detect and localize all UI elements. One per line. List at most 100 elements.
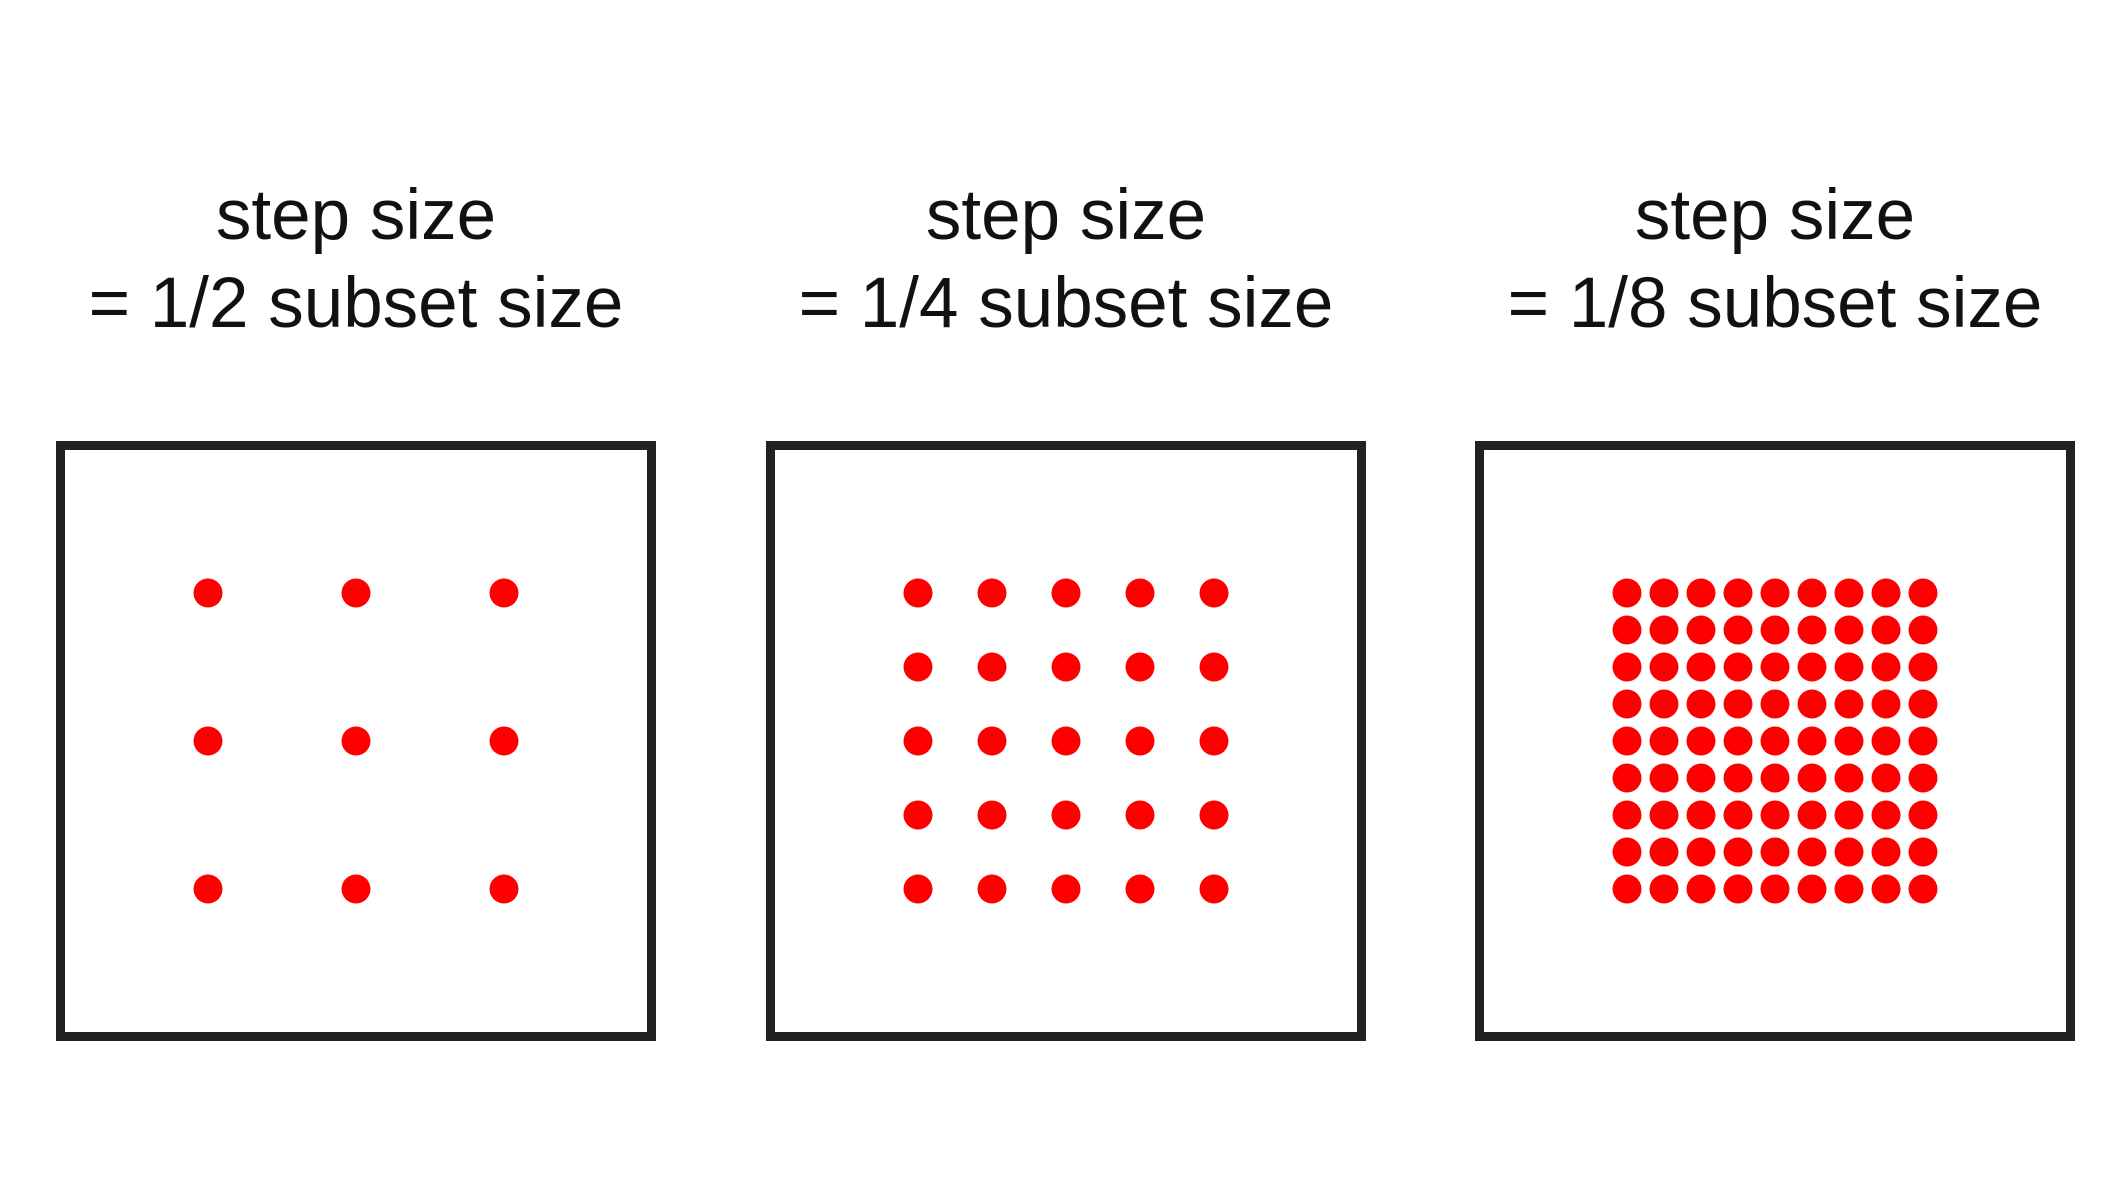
grid-dot xyxy=(489,874,519,904)
grid-dot xyxy=(1612,800,1642,830)
grid-dot xyxy=(1871,726,1901,756)
grid-dot xyxy=(1797,874,1827,904)
grid-dot xyxy=(1871,652,1901,682)
grid-dot xyxy=(193,726,223,756)
grid-dot xyxy=(1760,837,1790,867)
subset-frame xyxy=(56,441,656,1041)
grid-dot xyxy=(1908,689,1938,719)
grid-dot xyxy=(1199,874,1229,904)
grid-dot xyxy=(977,578,1007,608)
grid-dot xyxy=(341,874,371,904)
grid-dot xyxy=(1686,874,1716,904)
grid-dot xyxy=(1760,689,1790,719)
grid-dot xyxy=(1199,578,1229,608)
caption-line-2: = 1/2 subset size xyxy=(88,264,624,343)
grid-dot xyxy=(1686,615,1716,645)
grid-dot xyxy=(1760,763,1790,793)
grid-dot xyxy=(1760,726,1790,756)
grid-dot xyxy=(1649,763,1679,793)
grid-dot xyxy=(903,578,933,608)
grid-dot xyxy=(1760,578,1790,608)
grid-dot xyxy=(1834,800,1864,830)
grid-dot xyxy=(1834,874,1864,904)
grid-dot xyxy=(1797,652,1827,682)
grid-dot xyxy=(1797,726,1827,756)
grid-dot xyxy=(1125,652,1155,682)
grid-dot xyxy=(1051,800,1081,830)
grid-dot xyxy=(1723,578,1753,608)
caption-line-1: step size xyxy=(1634,176,1916,255)
grid-dot xyxy=(1649,800,1679,830)
grid-dot xyxy=(1908,726,1938,756)
grid-dot xyxy=(903,726,933,756)
grid-dot xyxy=(1723,615,1753,645)
grid-dot xyxy=(1908,763,1938,793)
grid-dot xyxy=(1649,874,1679,904)
grid-dot xyxy=(1797,615,1827,645)
grid-dot xyxy=(1649,689,1679,719)
grid-dot xyxy=(1612,763,1642,793)
grid-dot xyxy=(1834,652,1864,682)
grid-dot xyxy=(1649,726,1679,756)
grid-dot xyxy=(1125,578,1155,608)
panel-quarter-step: step size = 1/4 subset size xyxy=(716,0,1416,1181)
grid-dot xyxy=(1686,763,1716,793)
grid-dot xyxy=(1686,837,1716,867)
grid-dot xyxy=(977,726,1007,756)
grid-dot xyxy=(1723,689,1753,719)
grid-dot xyxy=(1723,652,1753,682)
grid-dot xyxy=(1199,800,1229,830)
grid-dot xyxy=(1760,615,1790,645)
grid-dot xyxy=(903,874,933,904)
grid-dot xyxy=(1760,800,1790,830)
grid-dot xyxy=(1871,615,1901,645)
grid-dot xyxy=(1199,652,1229,682)
grid-dot xyxy=(1834,726,1864,756)
grid-dot xyxy=(341,726,371,756)
grid-dot xyxy=(1612,689,1642,719)
grid-dot xyxy=(1871,874,1901,904)
grid-dot xyxy=(1908,800,1938,830)
grid-dot xyxy=(1797,837,1827,867)
grid-dot xyxy=(1871,763,1901,793)
grid-dot xyxy=(1797,689,1827,719)
panel-half-step: step size = 1/2 subset size xyxy=(6,0,706,1181)
grid-dot xyxy=(489,578,519,608)
grid-dot xyxy=(1686,726,1716,756)
grid-dot xyxy=(1686,800,1716,830)
caption-line-2: = 1/4 subset size xyxy=(798,264,1334,343)
caption-line-2: = 1/8 subset size xyxy=(1507,264,2043,343)
grid-dot xyxy=(1612,652,1642,682)
grid-dot xyxy=(1871,837,1901,867)
caption: step size = 1/8 subset size xyxy=(1425,172,2125,348)
grid-dot xyxy=(1871,800,1901,830)
grid-dot xyxy=(1834,615,1864,645)
grid-dot xyxy=(1760,874,1790,904)
grid-dot xyxy=(1908,652,1938,682)
caption: step size = 1/4 subset size xyxy=(716,172,1416,348)
grid-dot xyxy=(1723,800,1753,830)
dot-grid xyxy=(193,578,519,904)
grid-dot xyxy=(341,578,371,608)
grid-dot xyxy=(1051,874,1081,904)
grid-dot xyxy=(1051,578,1081,608)
grid-dot xyxy=(1797,763,1827,793)
grid-dot xyxy=(977,652,1007,682)
dot-grid xyxy=(903,578,1229,904)
grid-dot xyxy=(1908,874,1938,904)
grid-dot xyxy=(1649,615,1679,645)
panel-eighth-step: step size = 1/8 subset size xyxy=(1425,0,2125,1181)
grid-dot xyxy=(1686,578,1716,608)
grid-dot xyxy=(193,874,223,904)
caption-line-1: step size xyxy=(925,176,1207,255)
grid-dot xyxy=(903,652,933,682)
grid-dot xyxy=(903,800,933,830)
grid-dot xyxy=(1612,837,1642,867)
grid-dot xyxy=(1686,652,1716,682)
grid-dot xyxy=(1649,578,1679,608)
grid-dot xyxy=(1199,726,1229,756)
grid-dot xyxy=(1797,800,1827,830)
grid-dot xyxy=(1871,689,1901,719)
grid-dot xyxy=(1797,578,1827,608)
grid-dot xyxy=(1051,652,1081,682)
